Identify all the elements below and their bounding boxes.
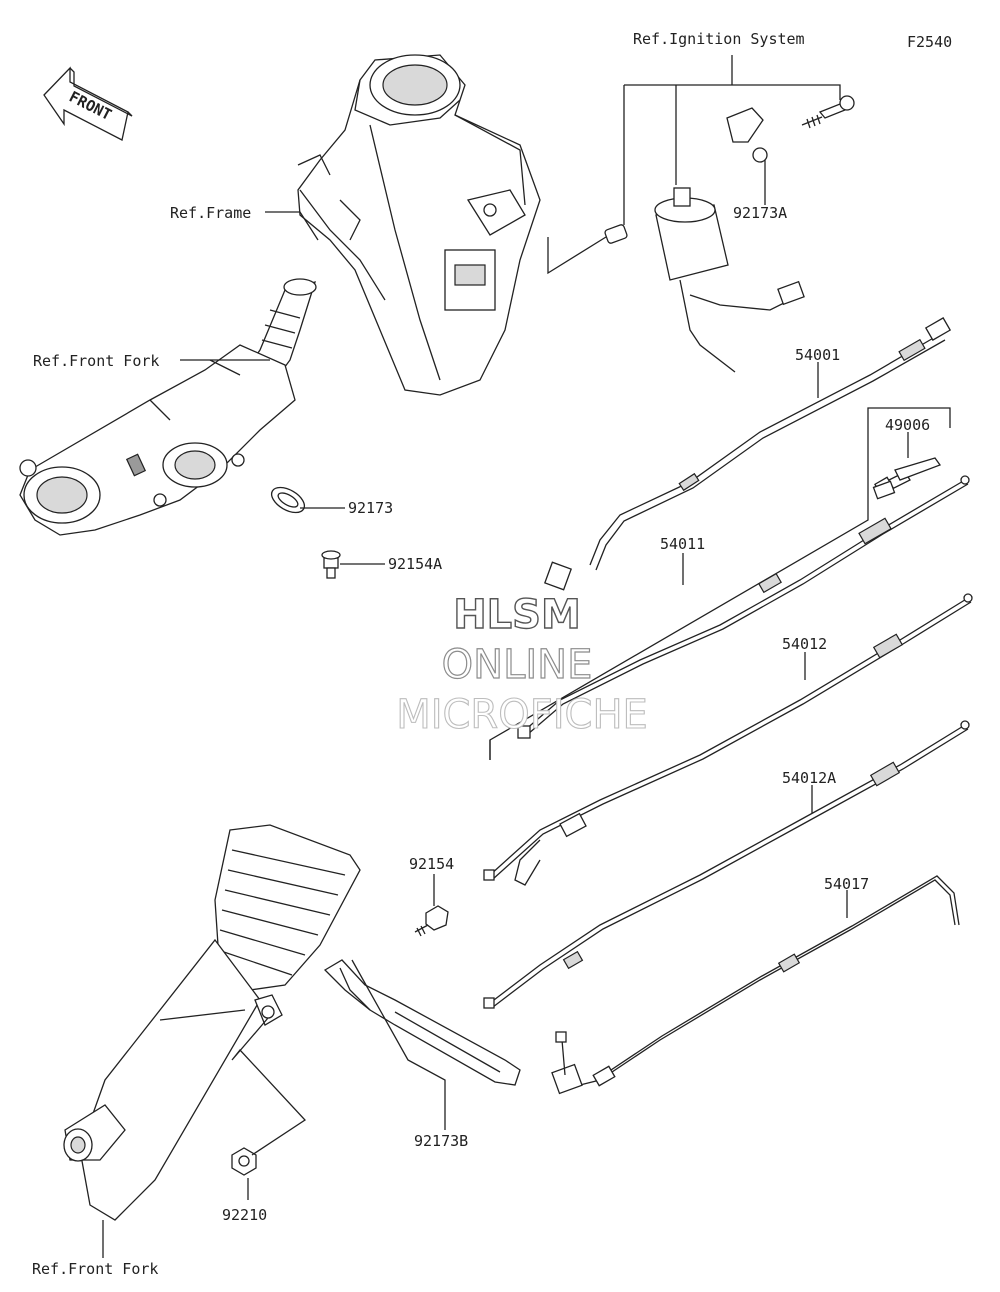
cable-54017-drawing: [551, 875, 960, 1095]
part-label-49006[interactable]: 49006: [885, 416, 930, 434]
diagram-code: F2540: [907, 33, 952, 51]
part-label-54011[interactable]: 54011: [660, 535, 705, 553]
ref-ignition-label: Ref.Ignition System: [633, 30, 805, 48]
frame-drawing: [297, 54, 541, 396]
group-bracket: [489, 407, 951, 760]
part-label-92173[interactable]: 92173: [348, 499, 393, 517]
part-label-54017[interactable]: 54017: [824, 875, 869, 893]
part-label-92173A[interactable]: 92173A: [733, 204, 787, 222]
front-arrow-icon: FRONT: [43, 66, 133, 141]
ignition-coil-drawing: [604, 95, 855, 373]
part-label-92173B[interactable]: 92173B: [414, 1132, 468, 1150]
part-label-92210[interactable]: 92210: [222, 1206, 267, 1224]
part-label-92154[interactable]: 92154: [409, 855, 454, 873]
cable-54012A-drawing: [483, 720, 970, 1009]
leader-lines: [102, 55, 909, 1258]
part-49006-drawing: [872, 457, 942, 500]
part-label-54001[interactable]: 54001: [795, 346, 840, 364]
watermark-line1: HLSM: [453, 592, 581, 638]
watermark-line2: ONLINE: [442, 642, 593, 688]
ref-front-fork-lower-label: Ref.Front Fork: [32, 1260, 158, 1278]
steering-stem-drawing: [19, 278, 317, 536]
watermark: HLSM ONLINE MICROFICHE: [396, 591, 649, 738]
front-fork-drawing: [63, 824, 361, 1221]
part-label-54012A[interactable]: 54012A: [782, 769, 836, 787]
part-label-54012[interactable]: 54012: [782, 635, 827, 653]
part-label-92154A[interactable]: 92154A: [388, 555, 442, 573]
cable-54012-drawing: [483, 593, 973, 886]
small-parts-drawing: [231, 486, 449, 1176]
ref-front-fork-upper-label: Ref.Front Fork: [33, 352, 159, 370]
watermark-line3: MICROFICHE: [396, 692, 648, 738]
cable-54001-drawing: [544, 317, 952, 591]
bracket-drawing: [323, 959, 521, 1086]
ref-frame-label: Ref.Frame: [170, 204, 251, 222]
